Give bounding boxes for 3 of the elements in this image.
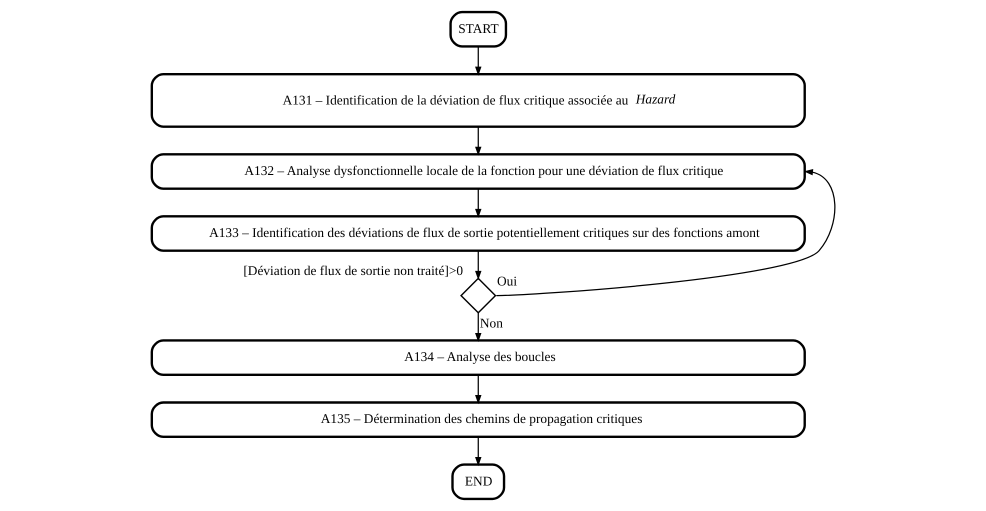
edge-label: Non bbox=[479, 316, 502, 331]
edge-label: Oui bbox=[496, 274, 517, 289]
node-label: [Déviation de flux de sortie non traité]>0 bbox=[242, 262, 463, 278]
